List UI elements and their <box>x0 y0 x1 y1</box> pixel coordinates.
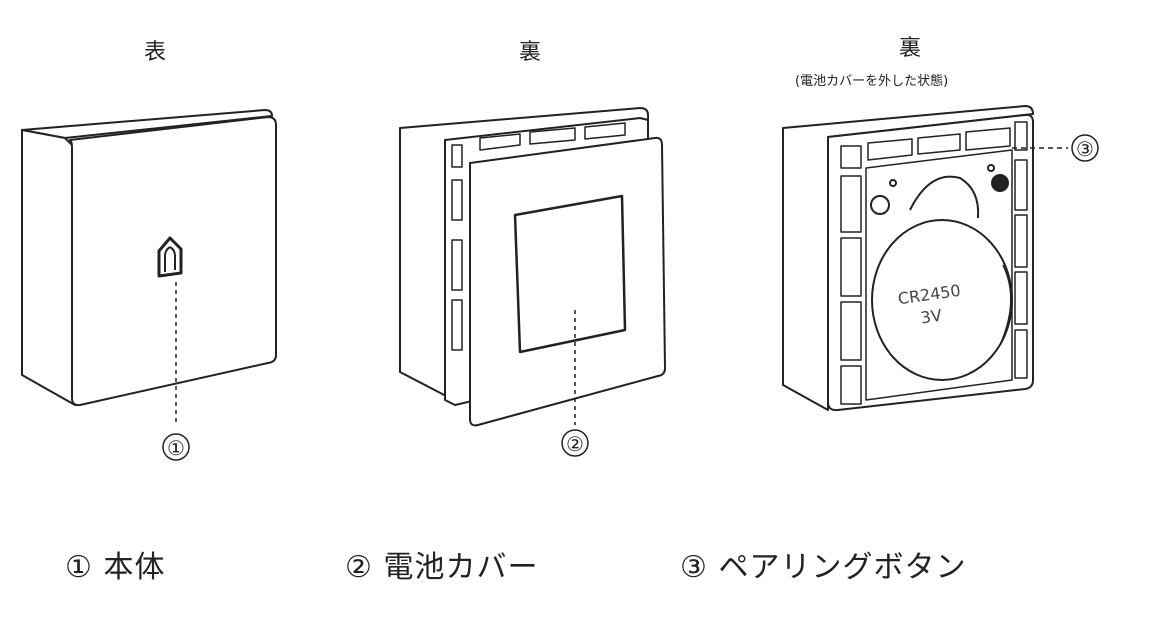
view-title-back-open: 裏 <box>898 36 921 61</box>
legend-num: ① <box>65 550 93 585</box>
logo-icon <box>157 236 183 278</box>
callout-2: ② <box>566 432 584 456</box>
legend-item-body: ① 本体 <box>65 542 165 586</box>
view-title-front: 表 <box>143 40 166 65</box>
legend-num: ③ <box>680 550 708 585</box>
legend-label: ペアリングボタン <box>718 550 967 585</box>
pairing-button <box>991 174 1009 192</box>
view-title-back: 裏 <box>518 40 541 65</box>
view-subtitle: (電池カバーを外した状態) <box>795 74 949 89</box>
legend-item-battery-cover: ② 電池カバー <box>345 542 538 586</box>
battery <box>871 219 1013 381</box>
callout-1: ① <box>167 436 185 460</box>
legend-label: 電池カバー <box>383 550 539 585</box>
callout-1-circle <box>162 433 190 461</box>
callout-3-circle <box>1071 134 1099 162</box>
callout-3: ③ <box>1076 137 1094 161</box>
callout-2-circle <box>561 429 589 457</box>
device-back-open <box>782 105 1099 412</box>
legend-num: ② <box>345 550 373 585</box>
legend-label: 本体 <box>103 550 166 585</box>
legend-item-pairing-button: ③ ペアリングボタン <box>680 542 966 586</box>
battery-cover <box>469 136 666 427</box>
device-back <box>399 107 666 457</box>
battery-voltage: 3V <box>919 306 943 328</box>
device-front <box>21 109 277 461</box>
